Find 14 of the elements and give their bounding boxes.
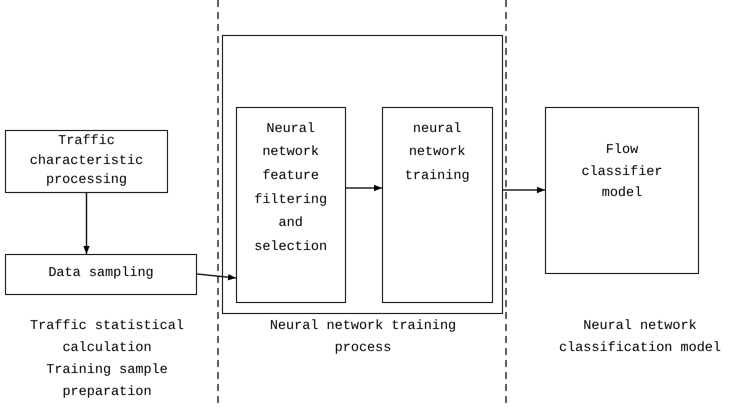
process-box: Neural network feature filtering and selection	[236, 106, 346, 303]
arrow	[83, 193, 90, 254]
process-box: neural network training	[382, 106, 493, 303]
arrow	[503, 186, 545, 194]
column-label: Traffic statistical calculation	[29, 318, 185, 358]
process-box: Flow classifier model	[545, 107, 699, 274]
column-label: Training sample preparation	[45, 362, 169, 402]
container-box	[222, 35, 503, 314]
arrow	[196, 273, 236, 280]
process-box: Traffic characteristic processing	[5, 130, 168, 193]
column-label: Neural network classification model	[558, 318, 722, 358]
arrow	[346, 184, 382, 192]
column-label: Neural network training process	[268, 318, 458, 358]
process-box: Data sampling	[5, 254, 197, 295]
